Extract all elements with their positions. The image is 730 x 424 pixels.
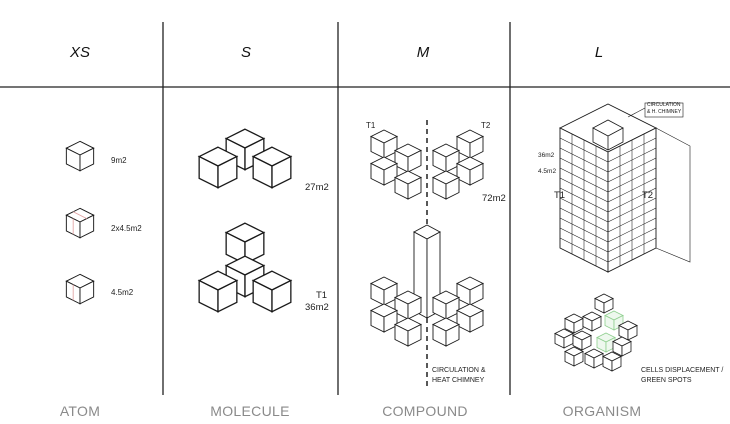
atom-cube-45m2 (65, 273, 95, 305)
organism-green-cluster (554, 293, 638, 372)
organism-area-label-1: 36m2 (538, 152, 555, 159)
atom-area-label-2: 2x4.5m2 (111, 224, 142, 233)
molecule-t-label: T1 (316, 290, 328, 301)
compound-t2-label: T2 (481, 121, 491, 130)
stage-label-compound: COMPOUND (382, 403, 468, 419)
compound-cluster-t1 (370, 129, 422, 200)
green-spots-label-line1: CELLS DISPLACEMENT / (641, 367, 724, 374)
organism-t1-label: T1 (554, 190, 566, 201)
organism-t2-label: T2 (642, 190, 654, 201)
column-size-s: S (240, 44, 251, 61)
green-spots-label-line2: GREEN SPOTS (641, 377, 692, 384)
column-size-xs: XS (69, 44, 90, 61)
atom-cube-2x45m2 (65, 207, 95, 239)
compound-t1-label: T1 (366, 121, 376, 130)
circulation-label-line1: CIRCULATION & (432, 367, 486, 374)
atom-area-label-3: 4.5m2 (111, 288, 134, 297)
compound-area-label: 72m2 (482, 193, 506, 204)
molecule-cluster-27m2 (198, 128, 292, 189)
organism-area-label-2: 4.5m2 (538, 168, 557, 175)
stage-label-molecule: MOLECULE (210, 403, 290, 419)
column-size-l: L (594, 44, 604, 61)
stage-label-organism: ORGANISM (562, 403, 642, 419)
molecule-area-label-bottom: 36m2 (305, 302, 329, 313)
atom-area-label-1: 9m2 (111, 156, 127, 165)
circulation-label-line2: HEAT CHIMNEY (432, 377, 485, 384)
callout-label-line2: & H. CHIMNEY (647, 109, 682, 115)
column-size-m: M (416, 44, 430, 61)
organism-tower (558, 103, 691, 273)
molecule-area-label-top: 27m2 (305, 182, 329, 193)
stage-label-atom: ATOM (59, 403, 101, 419)
callout-label-line1: CIRCULATION (647, 102, 681, 108)
atom-cube-9m2 (65, 140, 95, 172)
callout-box (644, 102, 684, 118)
compound-cluster-t2 (432, 129, 484, 200)
molecule-cluster-36m2 (198, 222, 292, 313)
callout-leader (627, 107, 646, 118)
